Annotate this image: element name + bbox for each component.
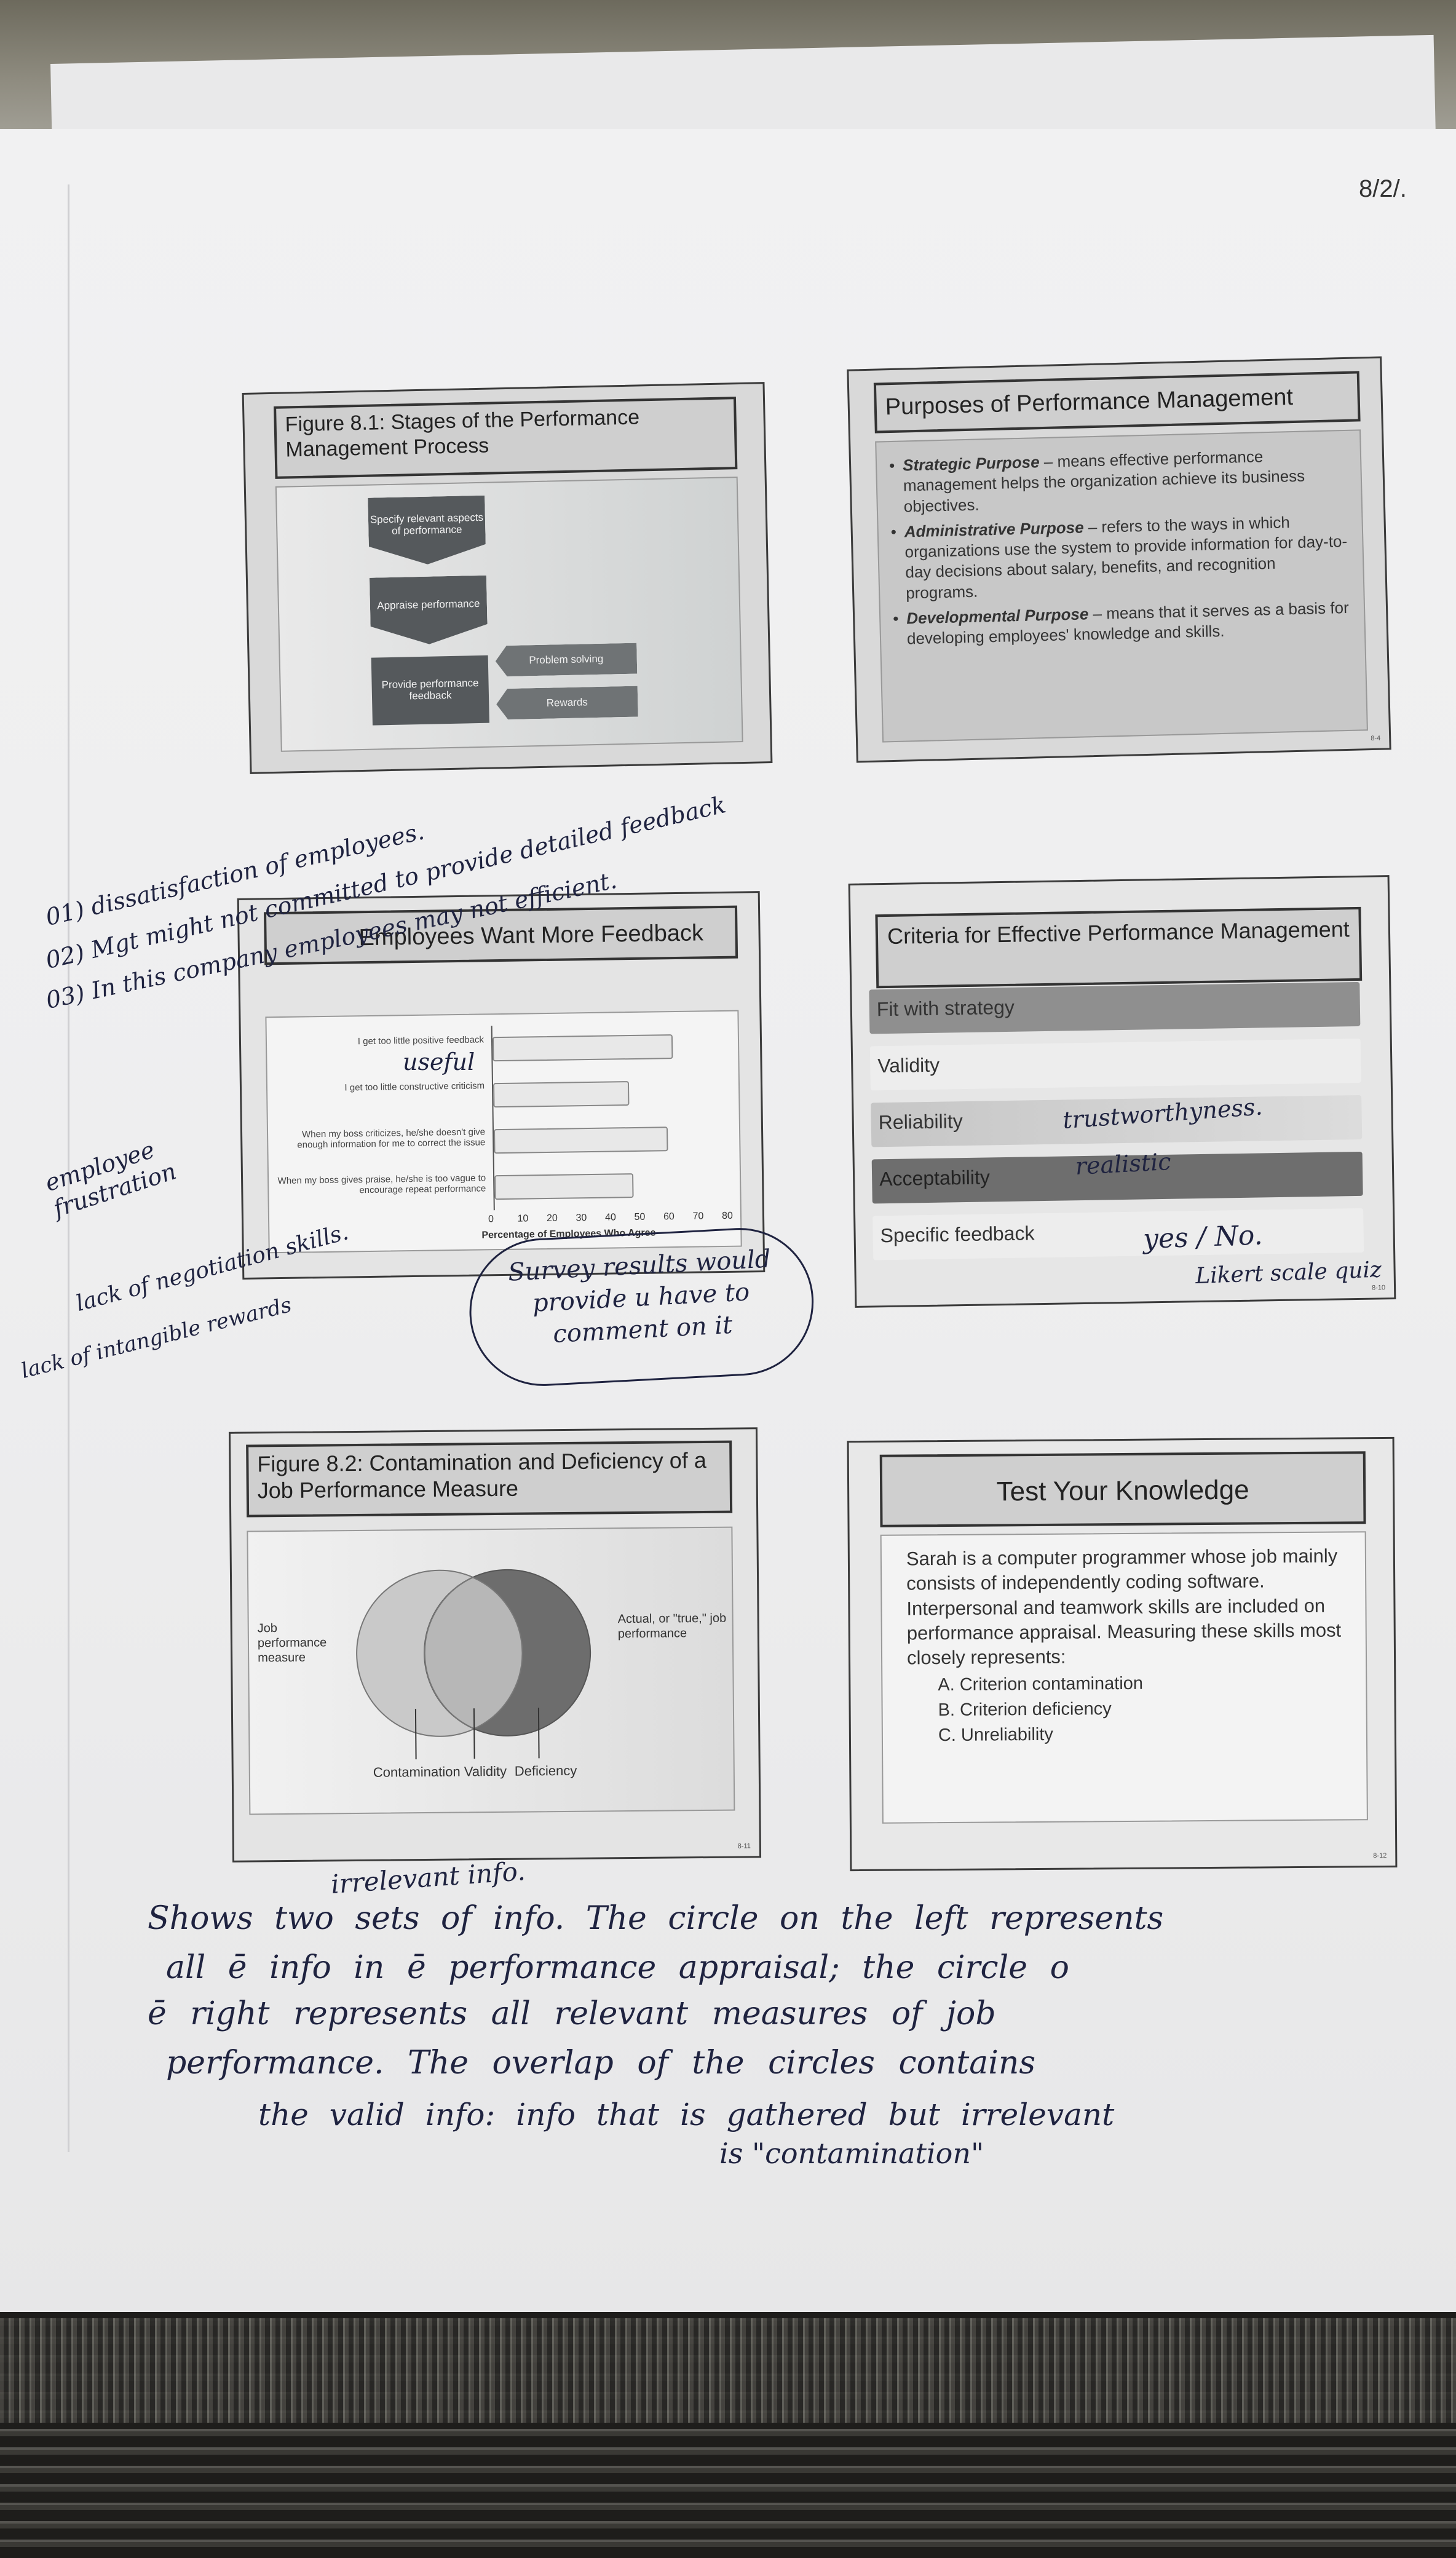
slide-number: 8-4: [1371, 734, 1381, 743]
label-contamination: Contamination: [373, 1764, 461, 1780]
x-tick-label: 40: [604, 1212, 616, 1223]
bar-category-label: When my boss gives praise, he/she is too…: [277, 1172, 486, 1195]
survey-note-text: Survey results would provide u have to c…: [507, 1245, 772, 1349]
purpose-developmental: Developmental Purpose – means that it se…: [893, 598, 1352, 650]
x-tick-label: 0: [488, 1214, 494, 1225]
x-tick-label: 20: [546, 1213, 558, 1224]
slide-title: Test Your Knowledge: [879, 1451, 1366, 1527]
x-tick-label: 70: [692, 1211, 704, 1222]
feedback-bar: [493, 1126, 668, 1154]
slide-stages: Figure 8.1: Stages of the Performance Ma…: [242, 382, 773, 774]
slide-number: 8-10: [1371, 1284, 1386, 1292]
label-deficiency: Deficiency: [514, 1762, 577, 1779]
label-validity: Validity: [464, 1763, 507, 1780]
handwriting-yes-no: yes / No.: [1142, 1219, 1264, 1255]
purpose-strategic: Strategic Purpose – means effective perf…: [889, 445, 1349, 517]
margin-line: [68, 184, 69, 2152]
feedback-bar: [492, 1034, 673, 1061]
criteria-title-text: Criteria for Effective Performance Manag…: [887, 916, 1350, 949]
purpose-administrative: Administrative Purpose – refers to the w…: [890, 511, 1351, 604]
quiz-option-c: C. Unreliability: [938, 1725, 1053, 1746]
slide-contamination: Figure 8.2: Contamination and Deficiency…: [228, 1427, 762, 1863]
step-feedback: Provide performance feedback: [371, 655, 489, 726]
slide-quiz: Test Your Knowledge Sarah is a computer …: [847, 1436, 1398, 1872]
handwriting-survey-bubble: Survey results would provide u have to c…: [465, 1224, 818, 1390]
pointer-validity: [473, 1708, 475, 1759]
handwriting-realistic: realistic: [1074, 1147, 1172, 1180]
quiz-body: Sarah is a computer programmer whose job…: [880, 1531, 1368, 1824]
x-tick-label: 10: [517, 1213, 529, 1224]
feedback-bar-chart: I get too little positive feedback I get …: [266, 1012, 743, 1255]
cloth-texture: [0, 2318, 1456, 2423]
criterion-validity: Validity: [869, 1038, 1361, 1091]
criterion-fit: Fit with strategy: [869, 981, 1361, 1034]
slide-number: 8-12: [1373, 1852, 1387, 1860]
measure-label: Job performance measure: [257, 1622, 327, 1665]
handwriting-paragraph-5: the valid info: info that is gathered bu…: [258, 2097, 1115, 2132]
true-performance-label: Actual, or "true," job performance: [617, 1611, 727, 1641]
slide-title: Figure 8.2: Contamination and Deficiency…: [246, 1440, 733, 1518]
outcome-rewards: Rewards: [496, 686, 638, 720]
page-number: 8/2/.: [1359, 175, 1407, 202]
venn-diagram: [356, 1569, 592, 1760]
x-tick-label: 80: [721, 1210, 733, 1222]
handwriting-paragraph-3: ē right represents all relevant measures…: [148, 1995, 996, 2032]
process-diagram: Specify relevant aspects of performance …: [275, 477, 743, 752]
handwriting-useful: useful: [403, 1048, 475, 1075]
bar-category-label: I get too little constructive criticism: [344, 1080, 485, 1093]
purposes-body: Strategic Purpose – means effective perf…: [875, 429, 1368, 743]
handwriting-paragraph-6: is "contamination": [719, 2137, 984, 2170]
slide-number: 8-11: [737, 1842, 751, 1850]
handwriting-paragraph-1: Shows two sets of info. The circle on th…: [148, 1900, 1164, 1937]
bar-category-label: I get too little positive feedback: [357, 1034, 485, 1047]
x-tick-label: 60: [663, 1211, 675, 1222]
step-specify: Specify relevant aspects of performance: [368, 496, 486, 566]
outcome-problem-solving: Problem solving: [495, 643, 637, 677]
slide-criteria: Criteria for Effective Performance Manag…: [848, 875, 1396, 1308]
slide-title: Figure 8.1: Stages of the Performance Ma…: [274, 397, 738, 479]
handwriting-paragraph-2: all ē info in ē performance appraisal; t…: [166, 1949, 1069, 1986]
quiz-question: Sarah is a computer programmer whose job…: [906, 1545, 1342, 1669]
step-appraise: Appraise performance: [370, 576, 488, 646]
x-tick-label: 30: [576, 1213, 587, 1224]
venn-diagram-area: Job performance measure Actual, or "true…: [247, 1526, 735, 1815]
handwriting-paragraph-4: performance. The overlap of the circles …: [166, 2045, 1036, 2081]
quiz-option-b: B. Criterion deficiency: [938, 1699, 1112, 1721]
chart-area: I get too little positive feedback I get …: [265, 1010, 742, 1254]
criterion-specific-feedback: Specific feedback: [872, 1208, 1364, 1261]
quiz-option-a: A. Criterion contamination: [938, 1674, 1144, 1695]
slide-title: Purposes of Performance Management: [873, 371, 1361, 434]
feedback-bar: [493, 1080, 630, 1107]
x-tick-label: 50: [634, 1211, 646, 1222]
bar-category-label: When my boss criticizes, he/she doesn't …: [297, 1126, 486, 1150]
slide-purposes: Purposes of Performance Management Strat…: [847, 356, 1391, 763]
quiz-title-text: Test Your Knowledge: [996, 1475, 1249, 1507]
slide-title: Criteria for Effective Performance Manag…: [875, 906, 1363, 989]
feedback-bar: [494, 1173, 634, 1200]
